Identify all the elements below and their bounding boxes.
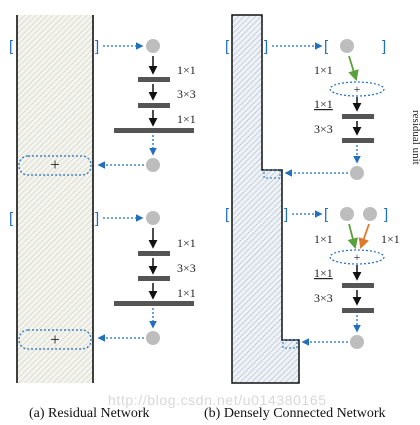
op-bar	[138, 276, 170, 281]
tap-bracket: ]	[382, 38, 386, 55]
merge-pill	[18, 155, 92, 176]
output-node	[350, 335, 364, 349]
tap-bracket: [	[9, 38, 14, 55]
caption-a: (a) Residual Network	[29, 406, 150, 421]
side-label: residual unit	[410, 110, 420, 165]
orange-arrow	[358, 223, 370, 250]
op-label: 1×1	[314, 232, 333, 246]
watermark-text: http://blog.csdn.net/u014380165	[108, 392, 327, 408]
concat-notch	[263, 169, 281, 179]
input-node	[340, 207, 354, 221]
input-node	[146, 39, 160, 53]
op-bar	[138, 251, 170, 256]
input-node	[146, 211, 160, 225]
op-bar	[114, 301, 194, 306]
panel-b: [ ] [ ] 1×1 + 1×1 3×3 [ ] [ ] 1×1 1×1 +	[225, 14, 420, 384]
tap-bracket: [	[225, 206, 230, 223]
op-label: 1×1	[177, 112, 196, 126]
tap-bracket: [	[324, 38, 329, 55]
merge-symbol: +	[354, 82, 361, 96]
merge-ellipse	[329, 81, 385, 97]
op-label: 1×1	[314, 63, 333, 77]
op-bar	[138, 103, 170, 108]
op-bar	[342, 283, 374, 288]
op-bar	[342, 308, 374, 313]
op-bar	[342, 114, 374, 119]
op-label: 1×1	[314, 266, 333, 280]
output-node	[350, 166, 364, 180]
tap-bracket: ]	[95, 38, 99, 55]
op-bar	[114, 128, 194, 133]
op-bar	[342, 138, 374, 143]
concat-notch	[282, 339, 298, 349]
tap-bracket: ]	[384, 206, 388, 223]
op-label: 1×1	[314, 97, 333, 111]
merge-symbol: +	[50, 330, 60, 349]
op-label: 1×1	[177, 286, 196, 300]
residual-stream	[17, 15, 93, 383]
tap-bracket: ]	[95, 210, 99, 227]
merge-symbol: +	[50, 155, 60, 174]
op-label: 1×1	[177, 63, 196, 77]
input-node	[363, 207, 377, 221]
green-arrow	[347, 223, 359, 250]
op-label: 1×1	[177, 236, 196, 250]
green-arrow	[348, 55, 359, 82]
merge-symbol: +	[354, 250, 361, 264]
caption-b: (b) Densely Connected Network	[204, 406, 386, 421]
op-label: 3×3	[314, 291, 333, 305]
input-node	[340, 39, 354, 53]
op-label: 1×1	[381, 232, 400, 246]
dense-stream	[231, 14, 300, 384]
output-node	[146, 331, 160, 345]
op-label: 3×3	[177, 87, 196, 101]
tap-bracket: [	[9, 210, 14, 227]
panel-a: [ ] 1×1 3×3 1×1 + [ ] 1×1 3×3 1×1	[9, 15, 196, 383]
tap-bracket: ]	[284, 206, 288, 223]
tap-bracket: [	[324, 206, 329, 223]
tap-bracket: ]	[264, 38, 268, 55]
tap-bracket: [	[225, 38, 230, 55]
op-bar	[138, 77, 170, 82]
merge-pill	[18, 329, 92, 350]
op-label: 3×3	[177, 261, 196, 275]
merge-ellipse	[329, 249, 385, 265]
output-node	[146, 158, 160, 172]
op-label: 3×3	[314, 122, 333, 136]
